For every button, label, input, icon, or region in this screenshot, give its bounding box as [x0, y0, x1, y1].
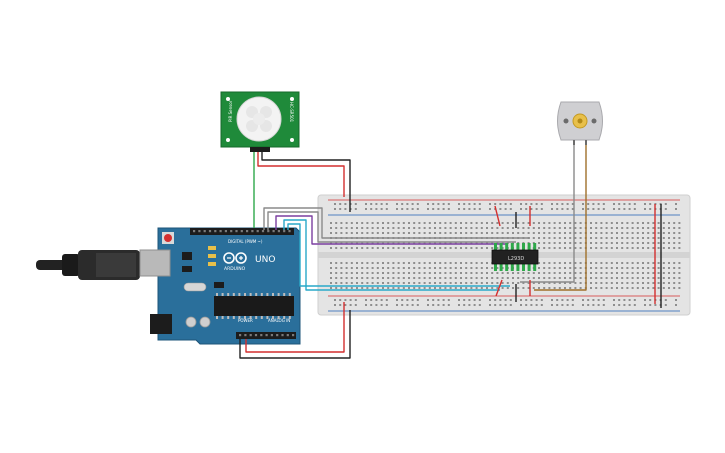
wire-purple[interactable] — [275, 215, 506, 245]
pir-sensor[interactable]: PIR Sensor HC-SR501 — [220, 91, 300, 152]
wire-gray-2[interactable] — [267, 211, 516, 243]
jumper-red[interactable] — [495, 279, 503, 297]
wire-gnd[interactable] — [239, 310, 351, 359]
wire-motor-1[interactable] — [520, 145, 575, 283]
l293d-chip[interactable]: L293D — [491, 243, 539, 271]
wires — [239, 145, 662, 359]
wire-cyan-2[interactable] — [287, 223, 510, 287]
arduino-uno-board[interactable]: DIGITAL (PWM ~) POWER ANALOG IN ARDUINO … — [36, 227, 301, 345]
wire-gray-1[interactable] — [263, 207, 530, 239]
model-label: UNO — [255, 255, 275, 265]
pir-label-left: PIR Sensor — [228, 100, 233, 122]
capacitor — [185, 316, 197, 328]
atmega-chip — [214, 296, 294, 316]
jumper-red[interactable] — [494, 205, 501, 227]
brand-label: ARDUINO — [224, 266, 246, 272]
crystal — [183, 282, 207, 292]
dc-motor[interactable] — [557, 101, 603, 145]
power-label: POWER — [238, 318, 253, 323]
capacitor — [199, 316, 211, 328]
wire-motor-2[interactable] — [534, 145, 587, 291]
analog-label: ANALOG IN — [268, 318, 290, 323]
usb-cable — [36, 260, 66, 270]
digital-label: DIGITAL (PWM ~) — [228, 239, 263, 244]
wire-cyan-1[interactable] — [283, 219, 500, 291]
wire-pir-vcc[interactable] — [257, 152, 345, 197]
wire-5v[interactable] — [245, 302, 345, 353]
chip-label: L293D — [508, 256, 524, 262]
reset-button[interactable] — [164, 234, 172, 242]
wire-pir-gnd[interactable] — [261, 152, 351, 212]
pir-label-right: HC-SR501 — [289, 102, 294, 123]
pir-header — [250, 147, 270, 152]
arduino-logo-icon — [223, 252, 247, 264]
usb-port — [139, 249, 171, 277]
power-jack — [150, 314, 172, 334]
